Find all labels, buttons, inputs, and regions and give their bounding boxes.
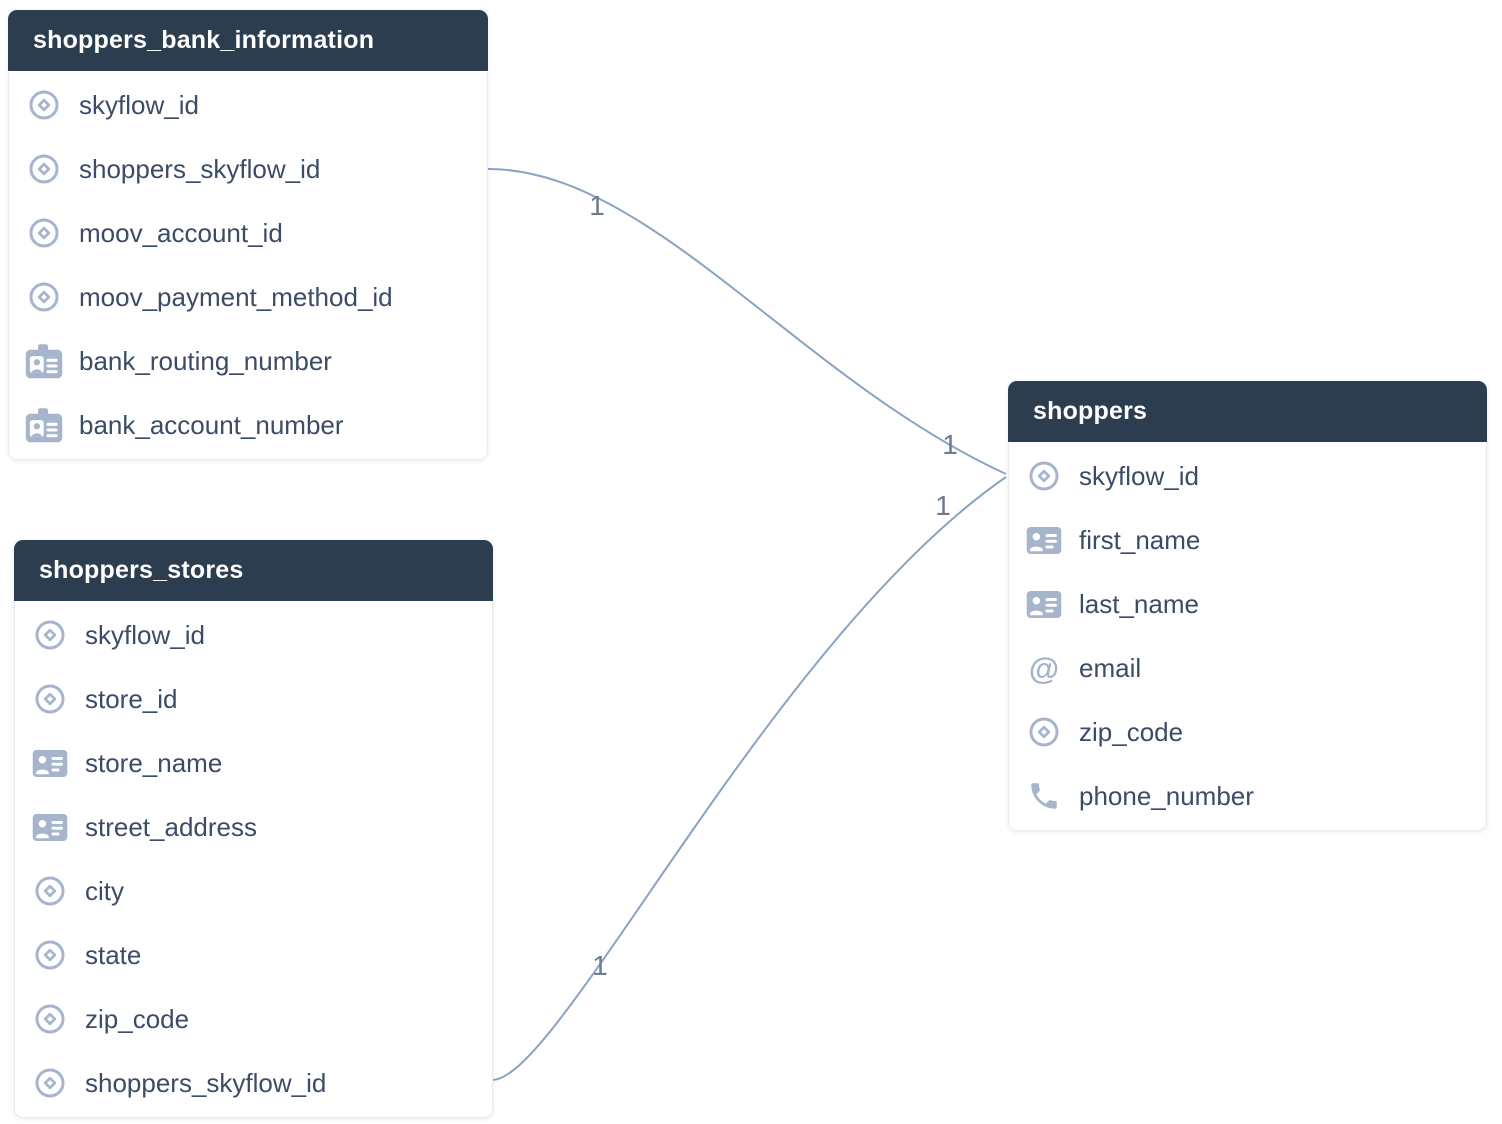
target-icon bbox=[25, 214, 63, 252]
table-shoppers[interactable]: shoppers skyflow_id first_name last_name… bbox=[1008, 381, 1487, 831]
field-name: zip_code bbox=[1079, 716, 1184, 747]
target-icon bbox=[31, 616, 69, 654]
field-name: first_name bbox=[1079, 524, 1201, 555]
contact-card-icon bbox=[31, 744, 69, 782]
contact-card-icon bbox=[1025, 585, 1063, 623]
at-sign-icon: @ bbox=[1028, 650, 1060, 686]
field-row[interactable]: phone_number bbox=[1009, 764, 1486, 828]
field-name: zip_code bbox=[85, 1003, 190, 1034]
table-body: skyflow_id shoppers_skyflow_id moov_acco… bbox=[8, 71, 488, 460]
target-icon bbox=[25, 150, 63, 188]
field-name: skyflow_id bbox=[79, 89, 199, 120]
field-row[interactable]: skyflow_id bbox=[15, 603, 492, 667]
contact-card-icon bbox=[31, 808, 69, 846]
target-icon bbox=[31, 936, 69, 974]
field-row[interactable]: shoppers_skyflow_id bbox=[15, 1051, 492, 1115]
field-row[interactable]: state bbox=[15, 923, 492, 987]
field-row[interactable]: bank_account_number bbox=[9, 393, 487, 457]
field-row[interactable]: street_address bbox=[15, 795, 492, 859]
edge-cardinality-label: 1 bbox=[935, 490, 951, 521]
table-shoppers-bank-information[interactable]: shoppers_bank_information skyflow_id sho… bbox=[8, 10, 488, 460]
field-name: store_id bbox=[85, 683, 178, 714]
field-row[interactable]: zip_code bbox=[1009, 700, 1486, 764]
field-name: city bbox=[85, 875, 124, 906]
field-row[interactable]: first_name bbox=[1009, 508, 1486, 572]
field-row[interactable]: moov_payment_method_id bbox=[9, 265, 487, 329]
field-name: shoppers_skyflow_id bbox=[85, 1067, 327, 1098]
edge-cardinality-label: 1 bbox=[589, 190, 605, 221]
target-icon bbox=[31, 1000, 69, 1038]
field-row[interactable]: skyflow_id bbox=[9, 73, 487, 137]
field-name: moov_account_id bbox=[79, 217, 283, 248]
edge-cardinality-label: 1 bbox=[942, 429, 958, 460]
field-row[interactable]: store_name bbox=[15, 731, 492, 795]
target-icon bbox=[31, 680, 69, 718]
field-row[interactable]: shoppers_skyflow_id bbox=[9, 137, 487, 201]
target-icon bbox=[31, 872, 69, 910]
table-title: shoppers_bank_information bbox=[33, 26, 375, 54]
field-row[interactable]: moov_account_id bbox=[9, 201, 487, 265]
field-name: phone_number bbox=[1079, 780, 1254, 811]
field-row[interactable]: bank_routing_number bbox=[9, 329, 487, 393]
target-icon bbox=[1025, 713, 1063, 751]
field-row[interactable]: @ email bbox=[1009, 636, 1486, 700]
field-name: street_address bbox=[85, 811, 257, 842]
target-icon bbox=[31, 1064, 69, 1102]
field-name: bank_routing_number bbox=[79, 345, 332, 376]
table-header[interactable]: shoppers bbox=[1008, 381, 1487, 442]
field-row[interactable]: city bbox=[15, 859, 492, 923]
relationship-edge-stores-to-shoppers[interactable] bbox=[491, 476, 1007, 1081]
table-header[interactable]: shoppers_stores bbox=[14, 540, 493, 601]
field-name: state bbox=[85, 939, 142, 970]
field-name: store_name bbox=[85, 747, 223, 778]
field-row[interactable]: last_name bbox=[1009, 572, 1486, 636]
field-name: email bbox=[1079, 652, 1142, 683]
field-row[interactable]: store_id bbox=[15, 667, 492, 731]
field-name: skyflow_id bbox=[1079, 460, 1199, 491]
field-name: shoppers_skyflow_id bbox=[79, 153, 321, 184]
field-row[interactable]: skyflow_id bbox=[1009, 444, 1486, 508]
contact-card-icon bbox=[1025, 521, 1063, 559]
field-name: bank_account_number bbox=[79, 409, 344, 440]
id-badge-icon bbox=[25, 406, 63, 444]
id-badge-icon bbox=[25, 342, 63, 380]
field-name: moov_payment_method_id bbox=[79, 281, 393, 312]
table-body: skyflow_id store_id store_name street_ad… bbox=[14, 601, 493, 1118]
field-row[interactable]: zip_code bbox=[15, 987, 492, 1051]
table-shoppers-stores[interactable]: shoppers_stores skyflow_id store_id stor… bbox=[14, 540, 493, 1118]
field-name: last_name bbox=[1079, 588, 1199, 619]
table-body: skyflow_id first_name last_name @ email … bbox=[1008, 442, 1487, 831]
target-icon bbox=[25, 278, 63, 316]
phone-icon bbox=[1025, 777, 1063, 815]
target-icon bbox=[1025, 457, 1063, 495]
table-header[interactable]: shoppers_bank_information bbox=[8, 10, 488, 71]
field-name: skyflow_id bbox=[85, 619, 205, 650]
edge-cardinality-label: 1 bbox=[592, 950, 608, 981]
table-title: shoppers bbox=[1033, 397, 1148, 425]
table-title: shoppers_stores bbox=[39, 556, 244, 584]
target-icon bbox=[25, 86, 63, 124]
relationship-edge-bank-to-shoppers[interactable] bbox=[487, 168, 1007, 475]
